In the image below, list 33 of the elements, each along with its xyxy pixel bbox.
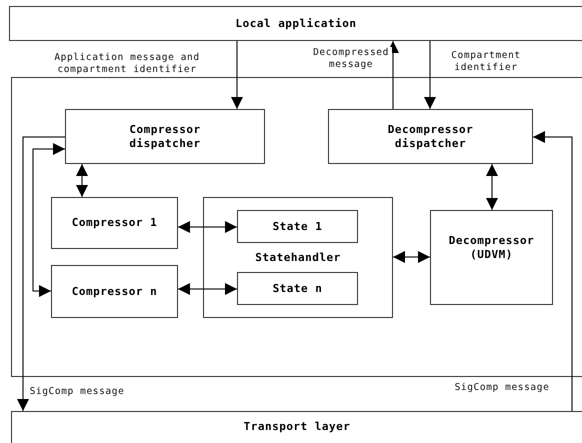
box-label: Transport layer — [244, 420, 350, 434]
box-label: State n — [272, 282, 322, 296]
edge-label: SigComp message — [29, 386, 125, 398]
group-box — [203, 197, 393, 318]
application-box — [9, 6, 582, 41]
arrow — [178, 283, 238, 295]
process-box — [65, 109, 265, 164]
box-label: State 1 — [272, 220, 322, 234]
container-box — [11, 77, 582, 377]
arrow — [32, 143, 66, 297]
arrow — [424, 40, 436, 110]
arrow — [486, 164, 498, 210]
arrow — [178, 221, 238, 233]
process-box — [328, 109, 533, 164]
arrow — [231, 40, 243, 110]
arrow — [532, 131, 572, 412]
process-box — [51, 197, 178, 249]
box-label: Compressor dispatcher — [128, 122, 202, 150]
process-box — [430, 210, 553, 305]
arrow — [17, 136, 66, 412]
state-box — [237, 210, 358, 243]
arrow — [76, 164, 88, 198]
box-label: Local application — [235, 16, 357, 30]
arrow — [392, 251, 430, 263]
layer-box — [11, 411, 582, 443]
process-box — [51, 265, 178, 318]
box-label: Compressor 1 — [72, 216, 158, 230]
box-label: Compressor n — [72, 284, 158, 298]
box-label: Statehandler — [255, 251, 341, 265]
box-label: Decompressor (UDVM) — [448, 234, 536, 262]
arrow — [387, 40, 399, 110]
state-box — [237, 272, 358, 305]
box-label: Decompressor dispatcher — [386, 122, 474, 150]
